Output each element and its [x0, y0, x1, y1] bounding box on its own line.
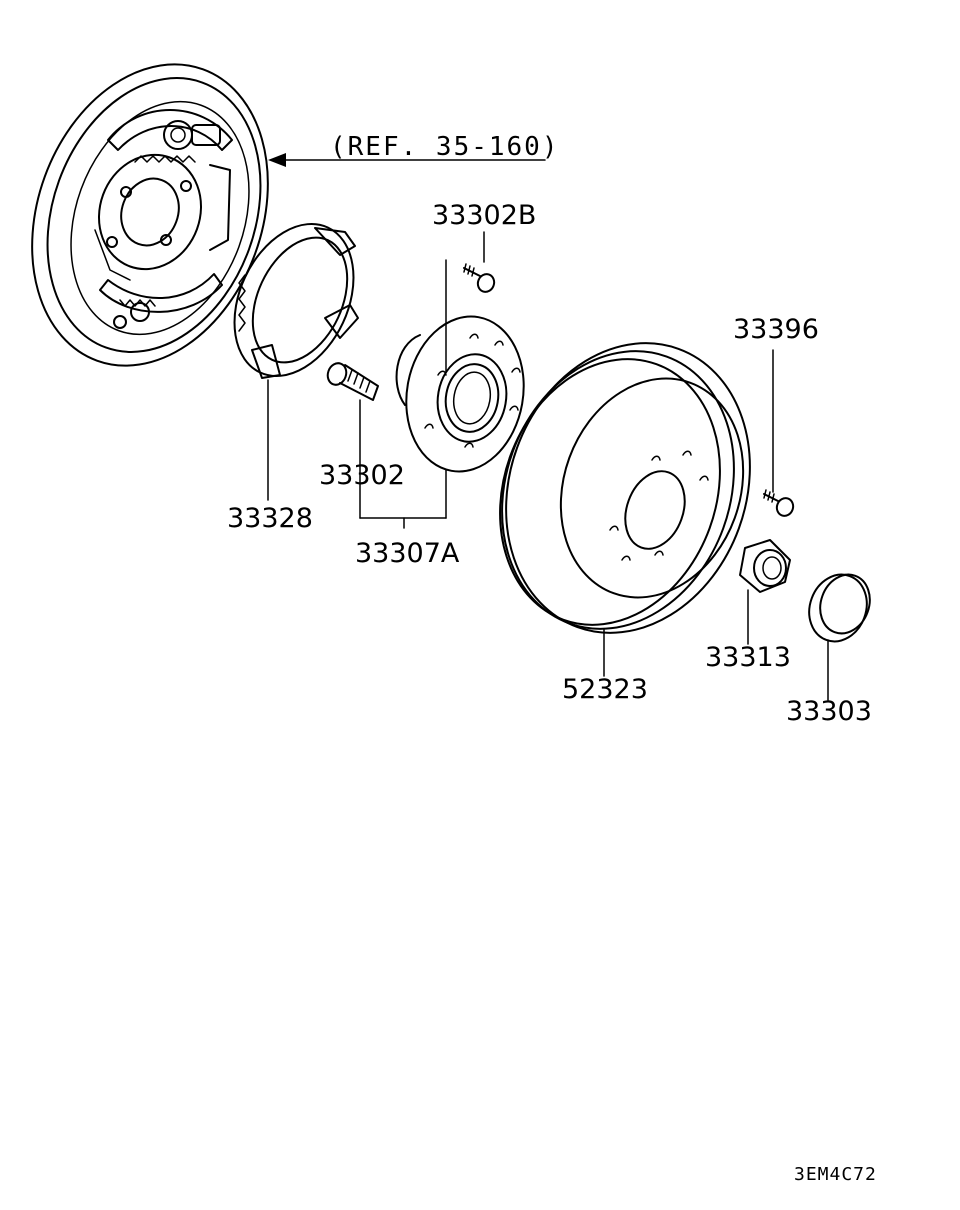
drawing-code: 3EM4C72: [794, 1164, 877, 1185]
hub-bolt: 33302: [319, 362, 405, 519]
part-52323-label: 52323: [562, 674, 648, 705]
hub-assembly: 33307A: [355, 315, 525, 569]
part-33396-label: 33396: [733, 314, 819, 345]
reference-label: (REF. 35-160): [330, 132, 560, 162]
part-33302B-label: 33302B: [432, 200, 536, 231]
hub-nut: 33313: [705, 539, 791, 673]
part-33302-label: 33302: [319, 460, 405, 491]
hub-screw: 33302B: [432, 200, 536, 373]
hub-cap: 33303: [786, 573, 872, 727]
part-33328-label: 33328: [227, 503, 313, 534]
reference-callout: (REF. 35-160): [268, 132, 560, 167]
drum-screw: 33396: [733, 314, 819, 517]
part-33303-label: 33303: [786, 696, 872, 727]
part-33307A-label: 33307A: [355, 538, 460, 569]
brake-backing-plate: [31, 63, 269, 367]
sensor-ring: 33328: [227, 222, 359, 534]
brake-drum: 52323: [499, 342, 751, 705]
part-33313-label: 33313: [705, 642, 791, 673]
